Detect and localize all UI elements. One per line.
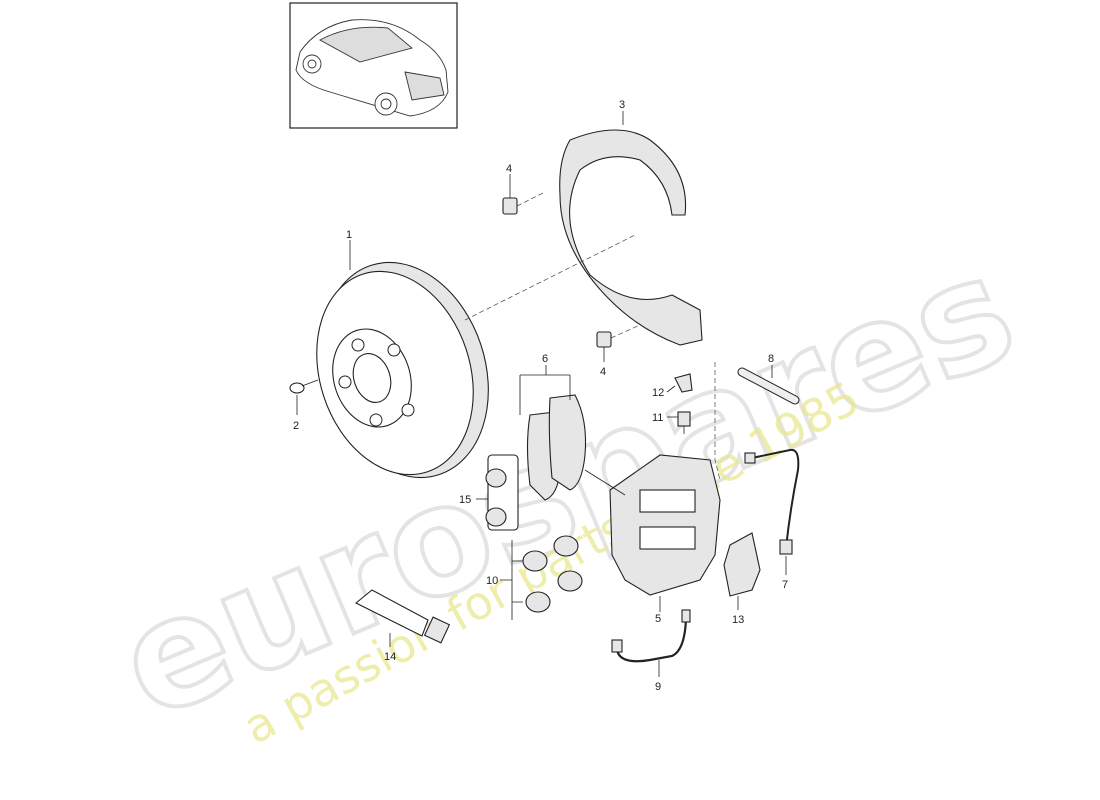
brake-pads [526, 394, 587, 501]
brake-wear-sensor [744, 448, 800, 555]
callout-5: 5 [655, 613, 661, 625]
callout-13: 13 [732, 614, 744, 626]
callout-12: 12 [652, 387, 664, 399]
watermark: eurospares a passion for parts since 198… [94, 220, 1039, 755]
callout-10: 10 [486, 575, 498, 587]
callout-labels: 1 2 3 4 4 5 6 7 8 9 10 11 12 13 14 15 [293, 99, 788, 693]
shield-bolt-lower [596, 324, 641, 348]
callout-3: 3 [619, 99, 625, 111]
callout-15: 15 [459, 494, 471, 506]
disc-screw [289, 379, 319, 394]
callout-7: 7 [782, 579, 788, 591]
piston-seals [522, 535, 583, 613]
caliper-mount-bolt [714, 362, 800, 481]
brake-dust-shield [559, 129, 703, 346]
assembly-paste-tube [354, 589, 451, 644]
brake-hose [611, 609, 691, 663]
callout-9: 9 [655, 681, 661, 693]
vehicle-thumbnail [289, 2, 458, 129]
callout-4-upper: 4 [506, 163, 512, 175]
bleed-screw [677, 411, 691, 434]
leader-lines [296, 111, 787, 677]
callout-1: 1 [346, 229, 352, 241]
callout-6: 6 [542, 353, 548, 365]
brake-disc [316, 261, 489, 479]
callout-4-lower: 4 [600, 366, 606, 378]
car-icon [295, 19, 449, 117]
pad-retaining-clip [723, 532, 761, 597]
caliper-pistons [485, 454, 519, 531]
callout-8: 8 [768, 353, 774, 365]
brake-caliper [609, 454, 721, 596]
bleed-valve-cap [674, 373, 693, 393]
callout-2: 2 [293, 420, 299, 432]
shield-bolt-upper [502, 191, 546, 215]
callout-11: 11 [652, 412, 663, 424]
callout-14: 14 [384, 651, 396, 663]
